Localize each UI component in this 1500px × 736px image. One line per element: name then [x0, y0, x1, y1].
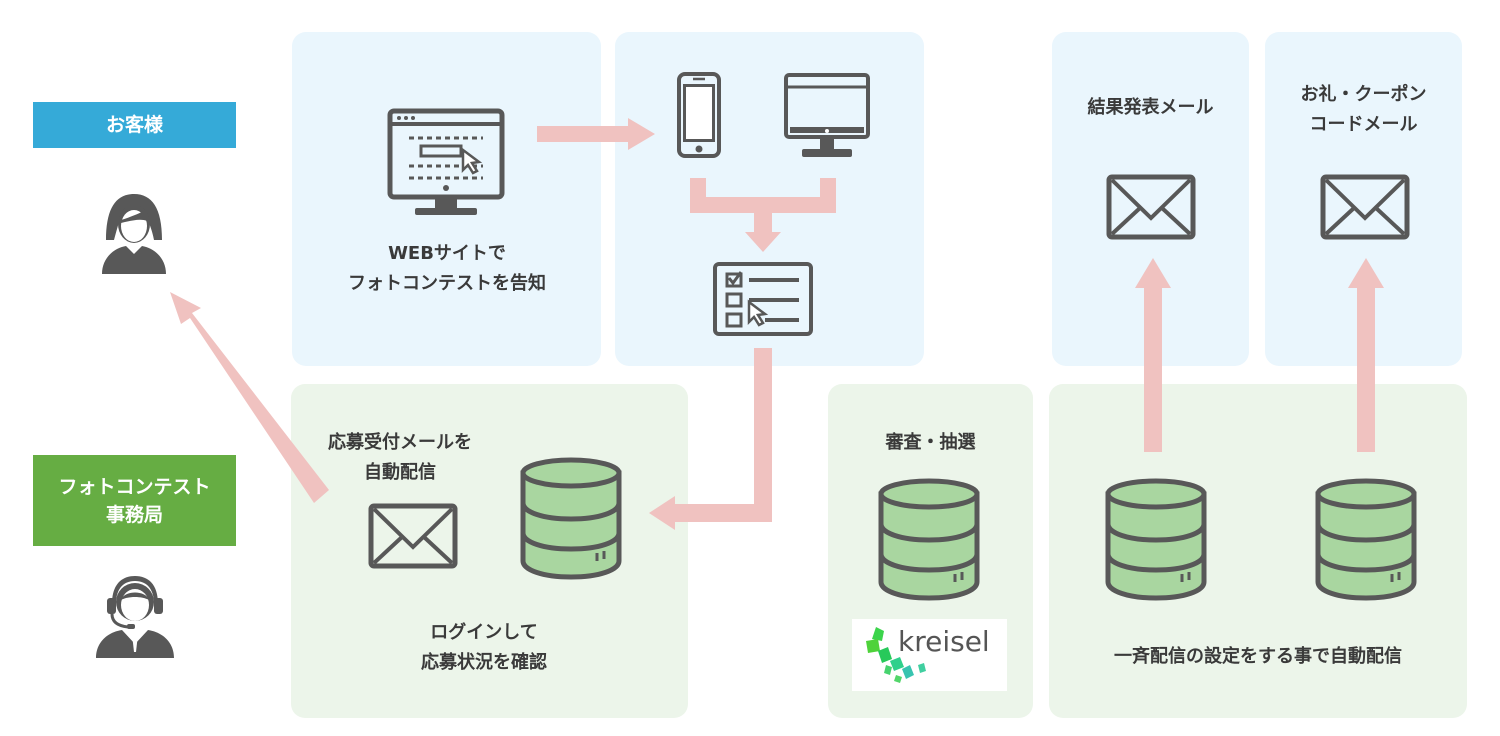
bulk-send-label: 一斉配信の設定をする事で自動配信: [1114, 646, 1402, 667]
login-check-label: ログインして 応募状況を確認: [421, 622, 547, 673]
panel-application: [291, 384, 688, 718]
result-mail-label: 結果発表メール: [1087, 97, 1214, 118]
database-icon: [1315, 478, 1417, 601]
role-customer: お客様: [33, 102, 236, 148]
database-icon: [878, 478, 980, 601]
kreisel-logo: kreisel: [852, 619, 1007, 691]
mail-icon: [1106, 174, 1196, 240]
auto-mail-label: 応募受付メールを 自動配信: [328, 432, 472, 483]
role-office: フォトコンテスト 事務局: [33, 455, 236, 546]
arrow-web-to-devices: [537, 118, 655, 150]
monitor-web-icon: [387, 108, 505, 215]
kreisel-logo-mark-icon: [866, 627, 926, 683]
database-icon: [520, 457, 622, 580]
arrow-devices-merge: [690, 178, 836, 252]
form-checklist-icon: [713, 262, 813, 336]
arrow-office-to-customer: [170, 292, 329, 503]
web-notice-label: WEBサイトで フォトコンテストを告知: [348, 243, 546, 294]
customer-person-icon: [102, 194, 166, 274]
kreisel-logo-text: kreisel: [898, 625, 990, 658]
thanks-mail-label: お礼・クーポン コードメール: [1300, 84, 1427, 135]
mail-icon: [368, 503, 458, 569]
mail-icon: [1320, 174, 1410, 240]
arrow-up-thanks-mail: [1348, 258, 1384, 452]
review-label: 審査・抽選: [885, 432, 976, 453]
operator-headset-icon: [96, 576, 174, 658]
arrow-form-to-database: [649, 348, 772, 530]
arrow-up-result-mail: [1135, 258, 1171, 452]
database-icon: [1105, 478, 1207, 601]
smartphone-icon: [677, 72, 721, 158]
desktop-icon: [784, 73, 870, 157]
